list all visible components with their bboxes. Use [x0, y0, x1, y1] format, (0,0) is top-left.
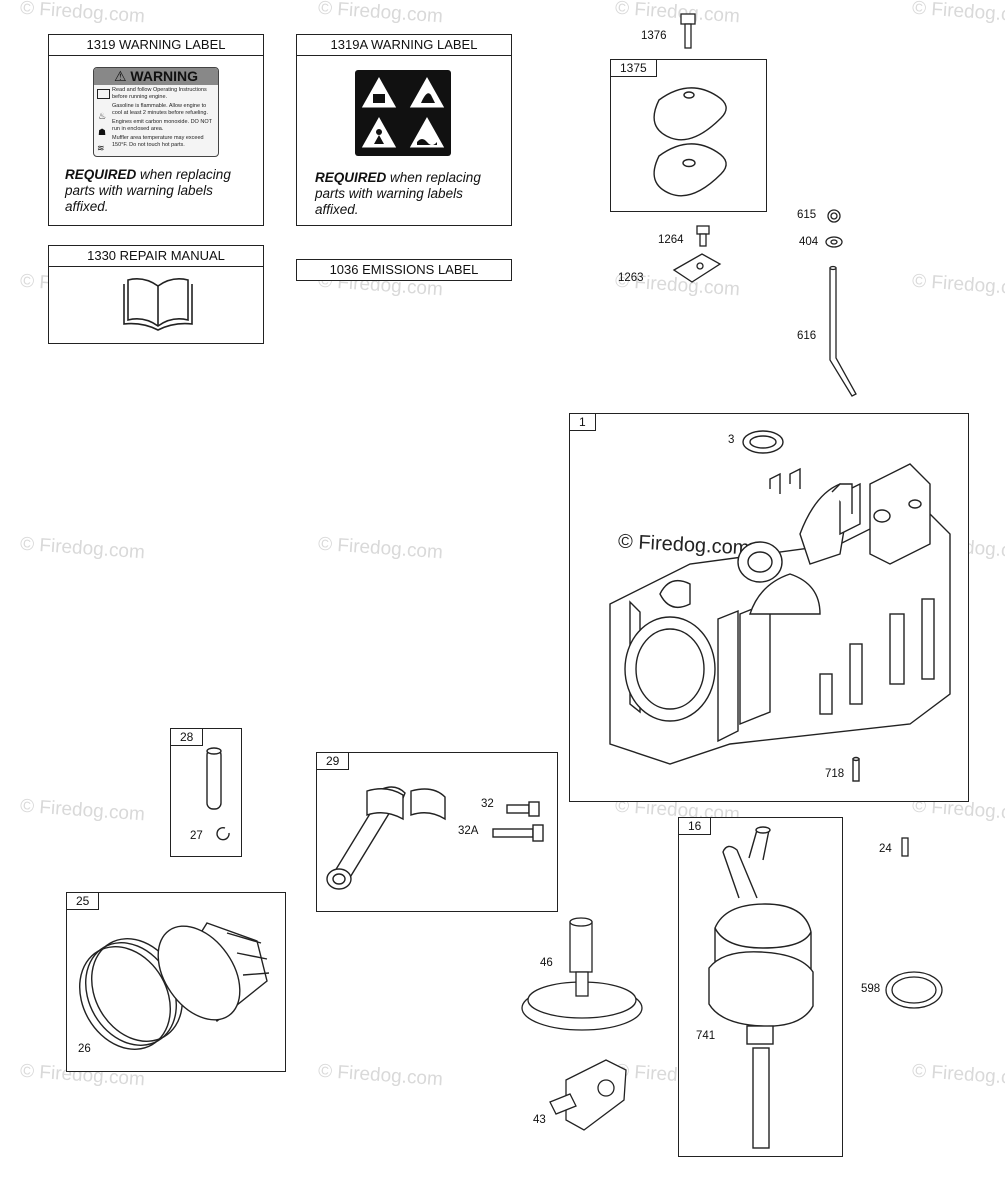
callout-404: 404	[799, 236, 819, 248]
callout-1264: 1264	[658, 234, 684, 246]
part-box-25-piston[interactable]: 25	[66, 892, 286, 1072]
callout-741: 741	[696, 1030, 716, 1042]
hazard-pictograms	[360, 74, 446, 149]
emissions-label-1036-panel[interactable]: 1036 EMISSIONS LABEL	[296, 259, 512, 281]
callout-32: 32	[481, 798, 494, 810]
callout-27: 27	[190, 830, 203, 842]
part-box-29-connecting-rod[interactable]: 29	[316, 752, 558, 912]
hot-surface-icon: ≋	[97, 143, 105, 153]
cover-plate-drawing	[653, 87, 727, 197]
part-box-1375[interactable]: 1375	[610, 59, 767, 212]
repair-manual-1330-panel[interactable]: 1330 REPAIR MANUAL	[48, 245, 264, 344]
required-note: REQUIRED when replacing parts with warni…	[315, 170, 481, 217]
piston-pin-drawing	[206, 747, 230, 841]
callout-43: 43	[533, 1114, 546, 1126]
panel-title: 1319A WARNING LABEL	[297, 35, 511, 56]
callout-32a: 32A	[458, 825, 479, 837]
cylinder-block-drawing	[609, 430, 951, 782]
callout-718: 718	[825, 768, 845, 780]
sticker-line: Gasoline is flammable. Allow engine to c…	[112, 103, 209, 116]
callout-46: 46	[540, 957, 553, 969]
sticker-heading: WARNING	[130, 68, 199, 84]
panel-title: 1330 REPAIR MANUAL	[49, 246, 263, 267]
connecting-rod-drawing	[326, 786, 544, 890]
sticker-heading-bar: ⚠ WARNING	[94, 68, 218, 85]
callout-1376: 1376	[641, 30, 667, 42]
box-tag: 1375	[610, 59, 657, 77]
callout-26: 26	[78, 1043, 91, 1055]
callout-615: 615	[797, 209, 817, 221]
warning-label-1319-panel[interactable]: 1319 WARNING LABEL ⚠ WARNING Read and fo…	[48, 34, 264, 226]
warning-sticker: ⚠ WARNING Read and follow Operating Inst…	[93, 67, 219, 157]
part-box-16-crankshaft[interactable]: 16	[678, 817, 843, 1157]
sticker-line: Engines emit carbon monoxide. DO NOT run…	[112, 119, 212, 132]
part-box-1-cylinder-block[interactable]: 1 © Firedog.com	[569, 413, 969, 802]
callout-24: 24	[879, 843, 892, 855]
piston-rings-drawing	[79, 922, 270, 1050]
crankshaft-drawing	[708, 826, 814, 1149]
open-book-icon	[123, 278, 193, 331]
callout-616: 616	[797, 330, 817, 342]
callout-1263: 1263	[618, 272, 644, 284]
part-box-28-piston-pin[interactable]: 28	[170, 728, 242, 857]
required-note: REQUIRED when replacing parts with warni…	[65, 167, 231, 214]
box-tag: 1	[569, 413, 596, 431]
box-tag: 25	[66, 892, 100, 910]
sticker-line: Read and follow Operating Instructions b…	[112, 87, 207, 100]
fire-icon: ♨	[98, 111, 107, 121]
callout-3: 3	[728, 434, 735, 446]
manual-icon	[97, 89, 110, 99]
box-tag: 28	[170, 728, 204, 746]
pictogram-sticker	[355, 70, 451, 156]
warning-triangle-icon: ⚠	[113, 68, 127, 84]
warning-label-1319a-panel[interactable]: 1319A WARNING LABEL REQUIRED when replac…	[296, 34, 512, 226]
box-tag: 16	[678, 817, 712, 835]
callout-598: 598	[861, 983, 881, 995]
box-tag: 29	[316, 752, 350, 770]
panel-title: 1319 WARNING LABEL	[49, 35, 263, 56]
person-icon: ☗	[98, 127, 107, 137]
sticker-line: Muffler area temperature may exceed 150°…	[112, 135, 204, 148]
panel-title: 1036 EMISSIONS LABEL	[329, 262, 479, 277]
